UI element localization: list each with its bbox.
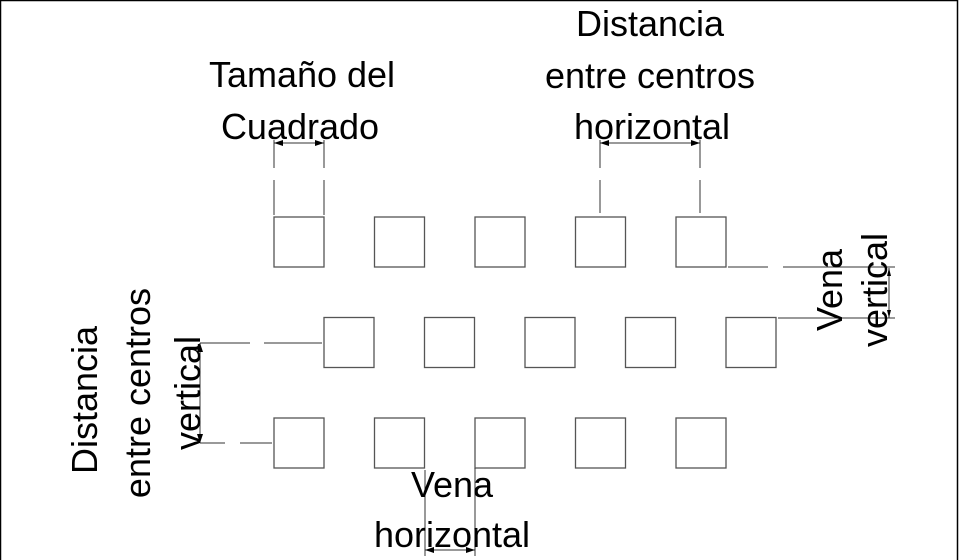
- vertical-vein-label-line2: vertical: [854, 233, 895, 347]
- grid-square: [423, 316, 476, 369]
- vertical-spacing-dimension: [197, 342, 322, 444]
- grid-square: [474, 417, 526, 469]
- vertical-vein-label-line1: Vena: [809, 248, 850, 331]
- grid-square: [273, 417, 325, 469]
- grid-square: [574, 417, 627, 469]
- horizontal-vein-label-line1: Vena: [411, 464, 494, 505]
- grid-square: [675, 216, 727, 268]
- square-size-dimension: [273, 140, 325, 215]
- square-size-label-line2: Cuadrado: [221, 106, 379, 147]
- squares: [273, 216, 777, 469]
- vertical-spacing-label-line1: Distancia: [64, 325, 105, 474]
- grid-square: [273, 216, 325, 268]
- grid-square: [323, 316, 375, 369]
- grid-square: [624, 316, 677, 369]
- vertical-vein-dimension: [728, 266, 895, 319]
- grid-square: [524, 316, 576, 369]
- horizontal-spacing-label-line3: horizontal: [574, 106, 730, 147]
- vertical-spacing-label-line3: vertical: [167, 336, 208, 450]
- grid-square: [373, 417, 426, 469]
- grid-square: [574, 216, 627, 268]
- square-size-label-line1: Tamaño del: [209, 54, 395, 95]
- horizontal-vein-label-line2: horizontal: [374, 514, 530, 555]
- horizontal-spacing-dimension: [599, 140, 701, 213]
- vertical-spacing-label-line2: entre centros: [117, 288, 158, 498]
- grid-square: [474, 216, 526, 268]
- grid-square: [373, 216, 426, 268]
- grid-square: [675, 417, 727, 469]
- grid-square: [725, 316, 777, 369]
- horizontal-spacing-label-line1: Distancia: [576, 3, 725, 44]
- horizontal-vein-dimension: [424, 468, 476, 556]
- horizontal-spacing-label-line2: entre centros: [545, 55, 755, 96]
